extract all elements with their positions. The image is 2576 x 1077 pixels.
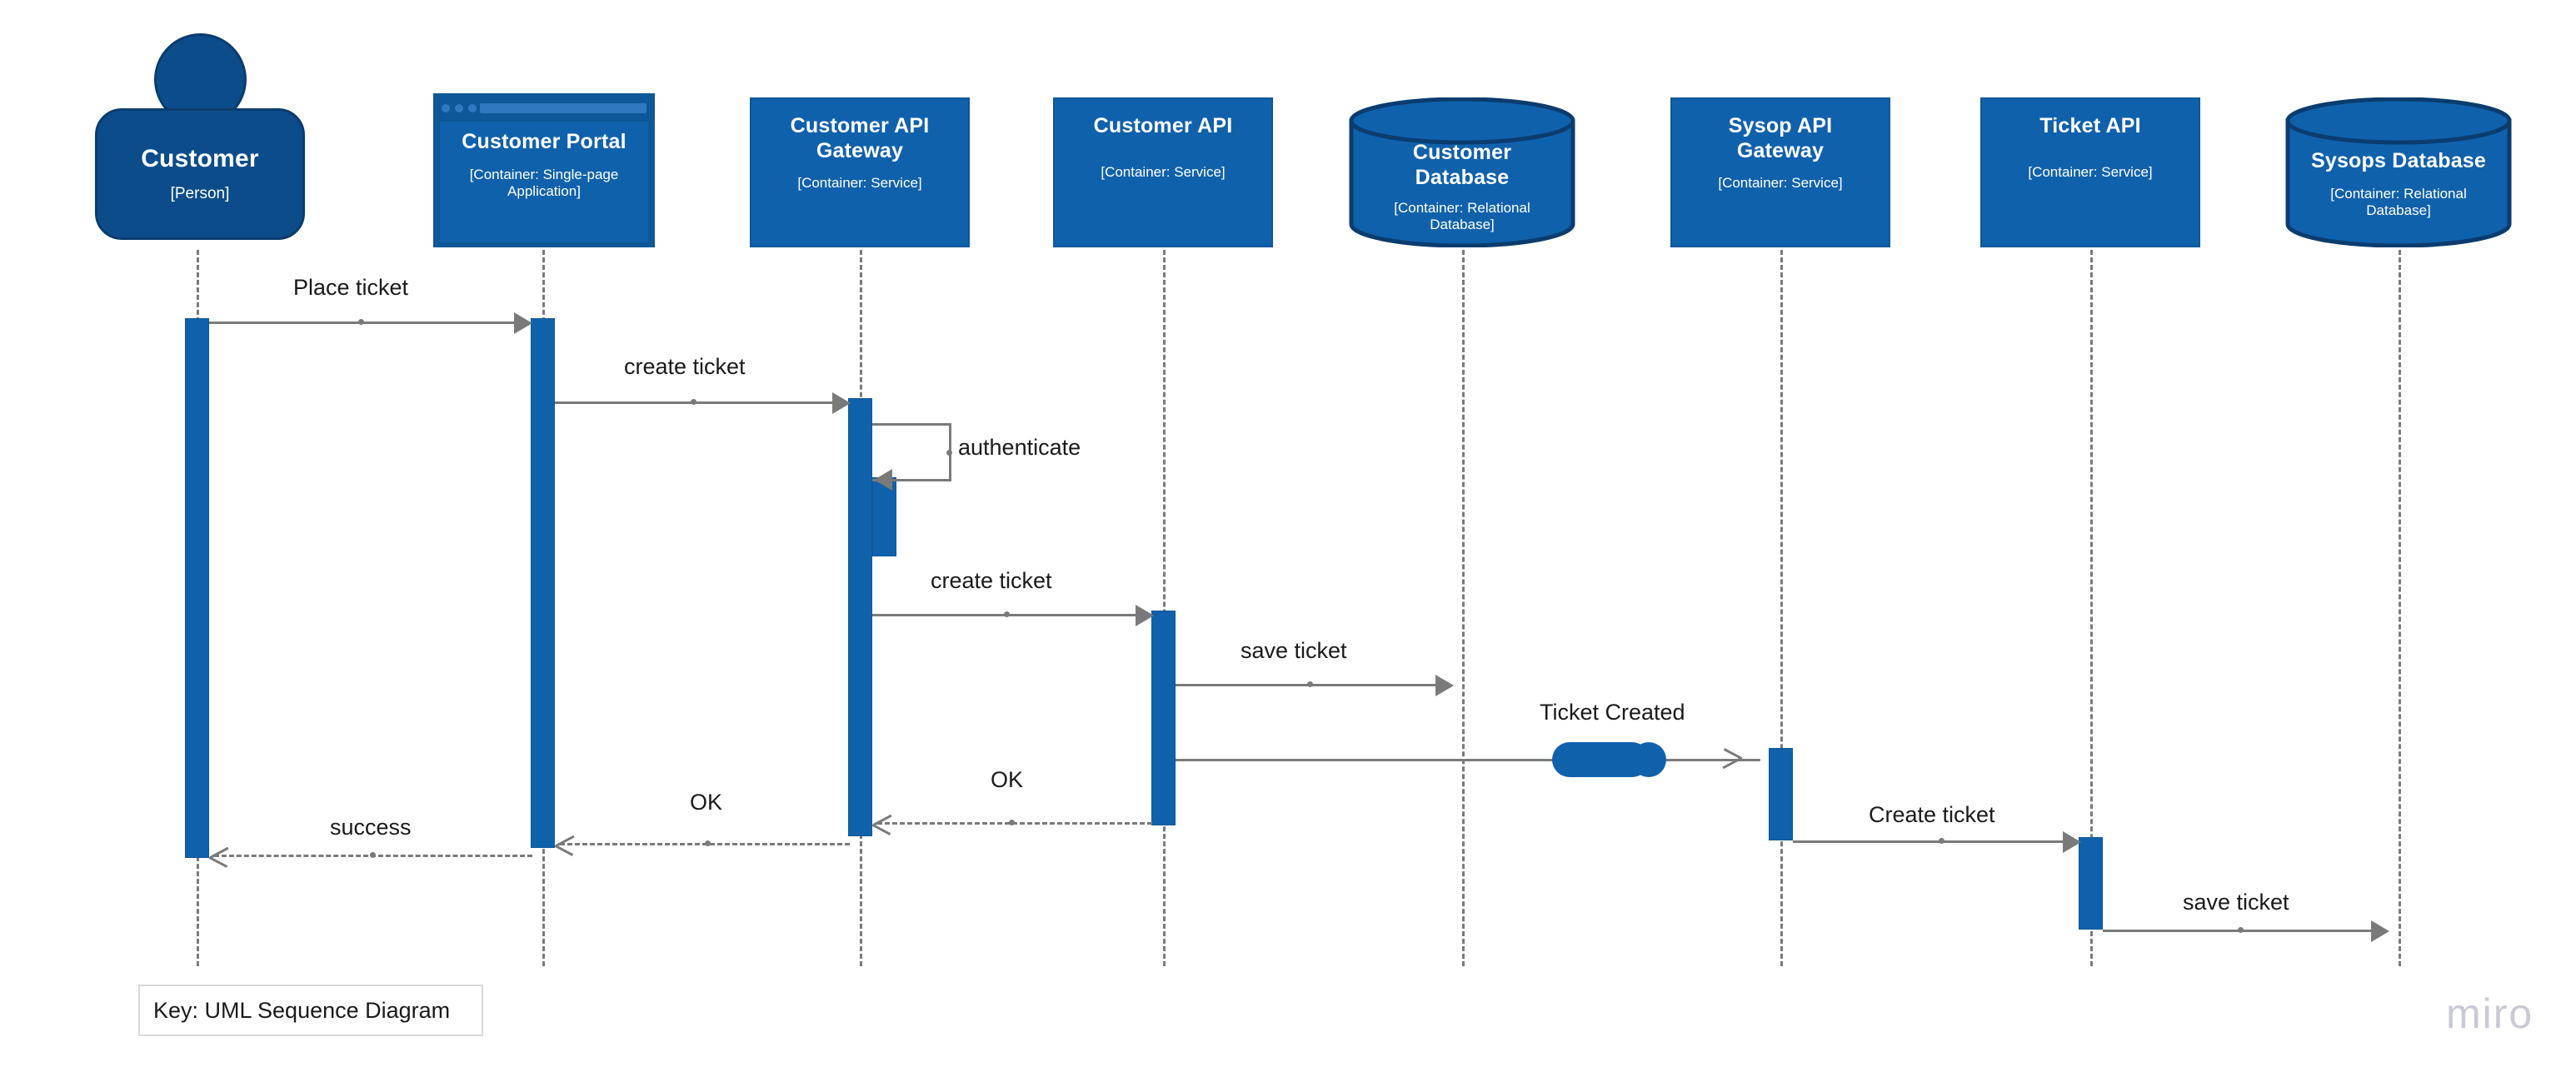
lifeline-sysops-db	[2399, 250, 2401, 966]
participant-text: Sysops Database [Container: Relational D…	[2285, 149, 2512, 219]
message-label-place-ticket: Place ticket	[293, 275, 409, 300]
participant-name: Customer Database	[1412, 141, 1512, 189]
message-label-save-ticket-1: save ticket	[1241, 638, 1347, 663]
message-waypoint	[358, 319, 364, 325]
lifeline-sysop-api-gw	[1780, 250, 1783, 966]
message-line-place-ticket	[209, 322, 520, 324]
message-waypoint	[1939, 838, 1944, 844]
message-label-create-ticket-2: create ticket	[931, 568, 1052, 593]
participant-name: Sysop API Gateway	[1728, 114, 1833, 162]
participant-meta: [Person]	[170, 184, 230, 202]
participant-text: Customer Database [Container: Relational…	[1349, 141, 1575, 234]
message-waypoint	[946, 450, 952, 456]
message-waypoint	[1009, 820, 1015, 825]
lifeline-cust-api	[1163, 250, 1166, 966]
message-label-save-ticket-2: save ticket	[2183, 890, 2289, 915]
participant-customer[interactable]: Customer [Person]	[92, 33, 305, 250]
browser-dot-1-icon	[442, 104, 450, 112]
arrowhead-solid-right-icon	[1136, 605, 1154, 626]
message-waypoint	[705, 840, 711, 846]
activation-ticket-api	[2079, 837, 2103, 930]
participant-ticket-api[interactable]: Ticket API [Container: Service]	[1980, 97, 2200, 247]
message-waypoint	[691, 399, 696, 405]
activation-sysop-api-gw	[1769, 748, 1793, 840]
activation-portal	[531, 318, 555, 848]
activation-customer	[185, 318, 209, 858]
message-label-create-ticket-1: create ticket	[624, 354, 746, 379]
arrowhead-solid-right-icon	[2063, 831, 2081, 853]
participant-meta: [Container: Single-page Application]	[469, 166, 619, 199]
participant-sysop-api-gateway[interactable]: Sysop API Gateway [Container: Service]	[1670, 97, 1890, 247]
message-label-authenticate: authenticate	[958, 435, 1081, 460]
message-label-create-ticket-3: Create ticket	[1869, 802, 1995, 827]
participant-meta: [Container: Service]	[797, 175, 922, 191]
participant-name: Ticket API	[2039, 114, 2141, 137]
message-line-ticket-created	[1176, 759, 1760, 761]
arrowhead-solid-right-icon	[1435, 675, 1454, 696]
person-body-icon: Customer [Person]	[95, 108, 305, 240]
browser-dot-2-icon	[455, 104, 463, 112]
arrowhead-solid-right-icon	[514, 312, 532, 334]
participant-name: Customer Portal	[462, 130, 627, 153]
arrowhead-solid-left-icon	[874, 469, 892, 491]
lifeline-ticket-api	[2090, 250, 2093, 966]
participant-customer-portal[interactable]: Customer Portal [Container: Single-page …	[433, 93, 655, 247]
self-line-bottom	[872, 479, 951, 481]
self-line-top	[872, 423, 951, 426]
activation-cust-api	[1151, 611, 1176, 825]
participant-customer-api[interactable]: Customer API [Container: Service]	[1053, 97, 1273, 247]
message-label-ok-2: OK	[690, 790, 723, 815]
participant-name: Customer API	[1093, 114, 1233, 137]
browser-address-bar	[480, 103, 646, 113]
message-waypoint	[370, 852, 376, 858]
browser-dot-3-icon	[468, 104, 477, 112]
browser-content: Customer Portal [Container: Single-page …	[440, 122, 648, 242]
message-waypoint	[1307, 681, 1313, 687]
cylinder-shape-icon	[2285, 97, 2512, 247]
browser-titlebar	[440, 100, 648, 117]
activation-cust-api-gw	[848, 398, 872, 836]
lifeline-cust-db	[1462, 250, 1465, 966]
participant-meta: [Container: Relational Database]	[2330, 185, 2467, 218]
message-label-success: success	[330, 815, 412, 840]
participant-name: Customer	[141, 145, 259, 173]
participant-meta: [Container: Service]	[2028, 163, 2153, 180]
cylinder-shape-icon	[1349, 97, 1575, 247]
legend-key-box[interactable]: Key: UML Sequence Diagram	[138, 985, 483, 1036]
message-waypoint	[1004, 611, 1010, 617]
ticket-created-marker-circle	[1631, 742, 1666, 777]
participant-name: Sysops Database	[2310, 149, 2487, 172]
arrowhead-solid-right-icon	[2371, 920, 2389, 942]
participant-meta: [Container: Service]	[1101, 163, 1226, 180]
message-waypoint	[2238, 927, 2244, 933]
participant-sysops-database[interactable]: Sysops Database [Container: Relational D…	[2285, 97, 2512, 247]
message-label-ticket-created: Ticket Created	[1540, 700, 1685, 725]
participant-customer-api-gateway[interactable]: Customer API Gateway [Container: Service…	[750, 97, 970, 247]
message-line-create-ticket-3	[1793, 840, 2068, 843]
participant-meta: [Container: Service]	[1718, 175, 1843, 191]
participant-meta: [Container: Relational Database]	[1394, 200, 1530, 233]
legend-key-label: Key: UML Sequence Diagram	[153, 997, 451, 1023]
miro-watermark: miro	[2446, 990, 2534, 1037]
message-line-ok-1	[877, 822, 1152, 825]
participant-customer-database[interactable]: Customer Database [Container: Relational…	[1349, 97, 1575, 247]
message-label-ok-1: OK	[991, 767, 1024, 792]
arrowhead-solid-right-icon	[832, 392, 851, 414]
participant-name: Customer API Gateway	[790, 114, 930, 162]
